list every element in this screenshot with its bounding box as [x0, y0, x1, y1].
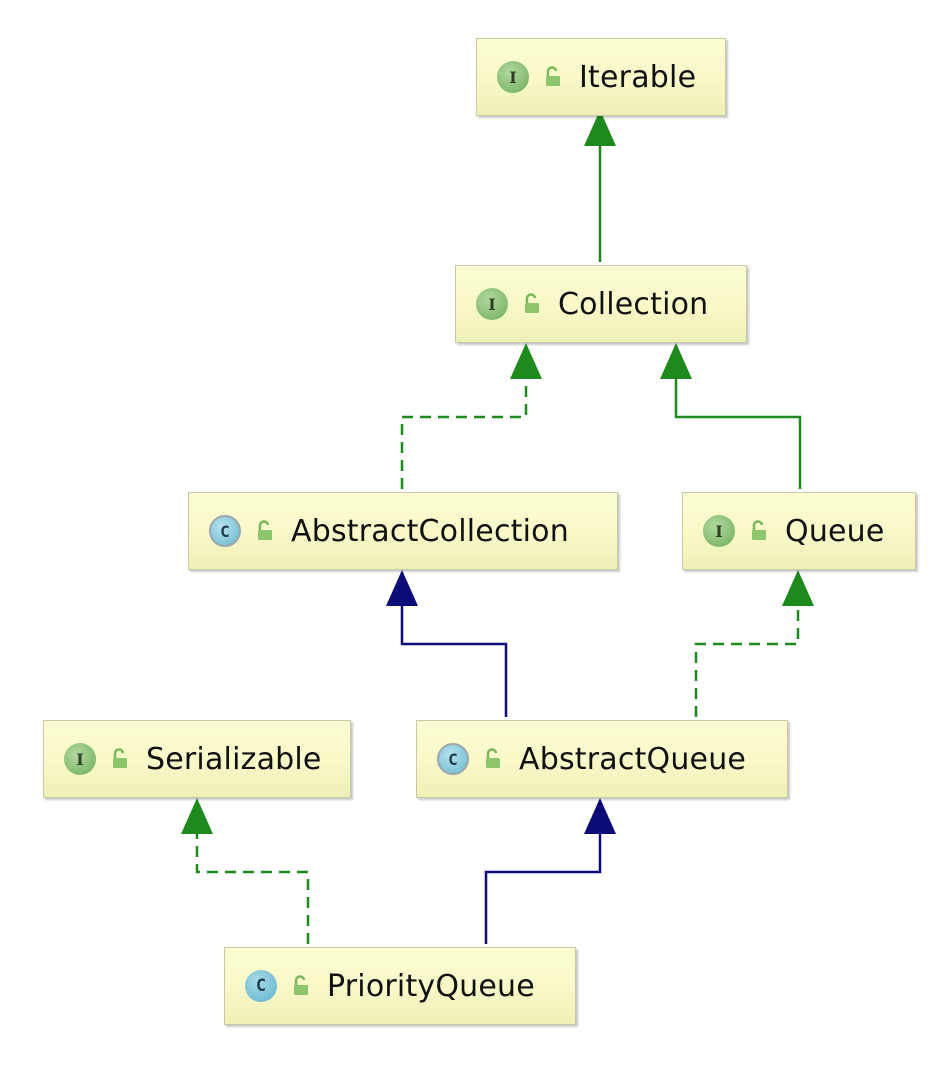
node-label: Collection [558, 286, 709, 322]
public-unlock-icon [258, 520, 272, 540]
arrowhead-abstract-queue-to-queue [782, 570, 814, 606]
public-unlock-icon [525, 293, 539, 313]
interface-icon: I [64, 743, 96, 775]
node-serializable[interactable]: I Serializable [43, 720, 351, 798]
arrowhead-collection-to-iterable [584, 110, 616, 146]
public-unlock-icon [752, 520, 766, 540]
interface-icon: I [497, 61, 529, 93]
public-unlock-icon [113, 748, 127, 768]
node-label: Iterable [579, 59, 697, 95]
arrowhead-priority-queue-to-abstract-queue [584, 798, 616, 834]
edge-priority-queue-to-abstract-queue [484, 834, 602, 944]
node-label: Queue [785, 513, 885, 549]
abstract-class-icon: C [209, 515, 241, 547]
edge-abstract-queue-to-abstract-collection [400, 606, 508, 717]
edge-abstract-queue-to-queue [694, 606, 800, 717]
interface-icon: I [703, 515, 735, 547]
edge-priority-queue-to-serializable [195, 834, 310, 944]
public-unlock-icon [294, 975, 308, 995]
node-label: PriorityQueue [327, 968, 535, 1004]
node-abstract-queue[interactable]: C AbstractQueue [416, 720, 788, 798]
interface-icon: I [476, 288, 508, 320]
node-queue[interactable]: I Queue [682, 492, 916, 570]
arrowhead-priority-queue-to-serializable [181, 798, 213, 834]
edge-queue-to-collection [674, 379, 802, 489]
arrowhead-abstract-collection-to-collection [510, 343, 542, 379]
public-unlock-icon [546, 66, 560, 86]
public-unlock-icon [486, 748, 500, 768]
node-priority-queue[interactable]: C PriorityQueue [224, 947, 576, 1025]
node-label: AbstractQueue [519, 741, 747, 777]
node-label: AbstractCollection [291, 513, 569, 549]
class-icon: C [245, 970, 277, 1002]
arrowhead-abstract-queue-to-abstract-collection [386, 570, 418, 606]
node-iterable[interactable]: I Iterable [476, 38, 726, 116]
edge-abstract-collection-to-collection [400, 379, 528, 489]
node-abstract-collection[interactable]: C AbstractCollection [188, 492, 618, 570]
abstract-class-icon: C [437, 743, 469, 775]
arrowhead-queue-to-collection [660, 343, 692, 379]
node-collection[interactable]: I Collection [455, 265, 747, 343]
node-label: Serializable [146, 741, 322, 777]
